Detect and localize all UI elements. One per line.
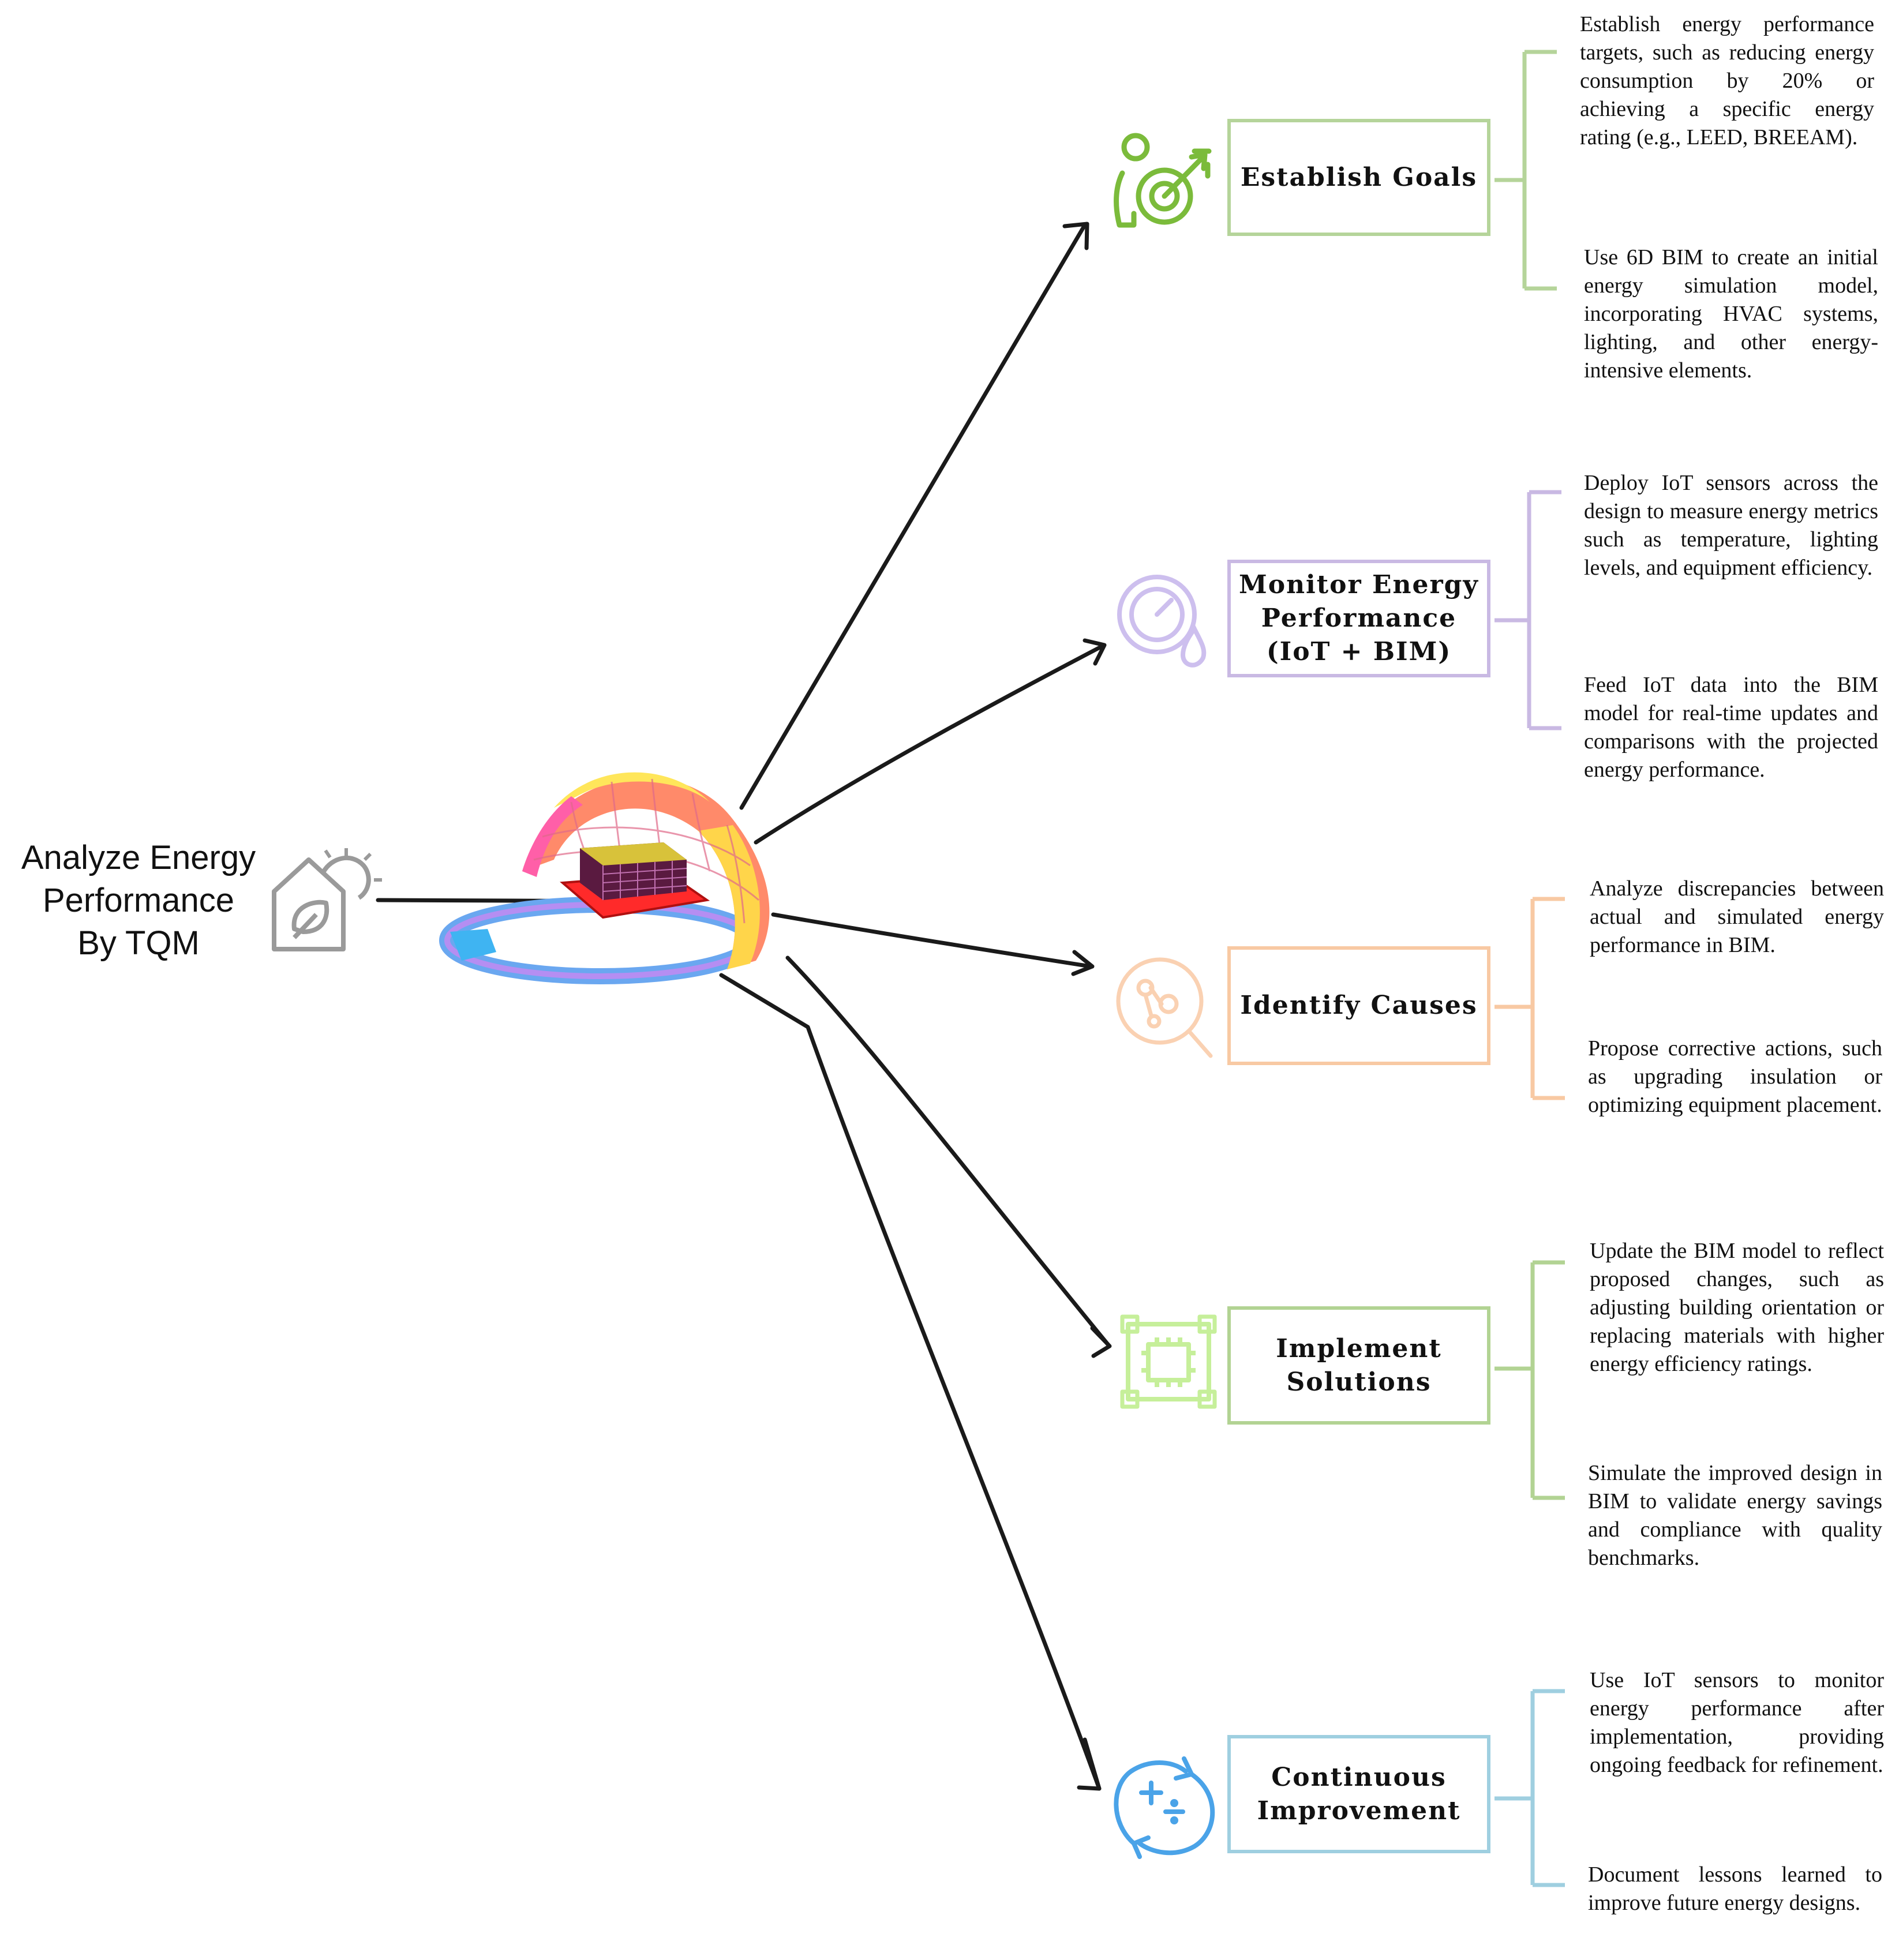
target-person-icon [1114, 133, 1212, 228]
step-box-identify-causes: Identify Causes [1227, 946, 1490, 1065]
detail-establish-goals-2: Use 6D BIM to create an initial energy s… [1584, 245, 1878, 383]
detail-monitor-energy-1: Deploy IoT sensors across the design to … [1584, 471, 1878, 580]
detail-identify-causes-1: Analyze discrepancies between actual and… [1590, 876, 1884, 957]
magnifier-analysis-icon [1116, 957, 1213, 1058]
step-title-line: Establish Goals [1240, 162, 1478, 192]
detail-monitor-energy-2: Feed IoT data into the BIM model for rea… [1584, 673, 1878, 782]
step-title-line: (IoT + BIM) [1266, 637, 1452, 666]
bracket-implement-solutions [1495, 1260, 1565, 1500]
detail-implement-solutions-2: Simulate the improved design in BIM to v… [1588, 1461, 1882, 1570]
chip-icon [1120, 1314, 1217, 1409]
eco-house-icon [272, 848, 382, 951]
step-title-line: Improvement [1257, 1796, 1461, 1826]
model-ring-tail [450, 929, 496, 961]
step-box-monitor-energy: Monitor Energy Performance (IoT + BIM) [1227, 560, 1490, 677]
energy-gauge-icon [1117, 575, 1207, 668]
cycle-math-icon [1114, 1756, 1215, 1859]
arrowhead-monitor-energy [1083, 638, 1107, 666]
detail-identify-causes-2: Propose corrective actions, such as upgr… [1588, 1036, 1882, 1117]
detail-continuous-improvement-1: Use IoT sensors to monitor energy perfor… [1590, 1668, 1884, 1777]
detail-brackets [1495, 50, 1565, 1887]
arrowhead-identify-causes [1071, 950, 1095, 976]
detail-implement-solutions-1: Update the BIM model to reflect proposed… [1590, 1239, 1884, 1376]
arrow-to-identify-causes [771, 912, 1093, 969]
arrow-to-continuous-improvement [719, 973, 1102, 1791]
step-title-line: Implement [1276, 1333, 1442, 1363]
step-box-implement-solutions: Implement Solutions [1227, 1306, 1490, 1425]
bracket-identify-causes [1495, 897, 1565, 1100]
detail-continuous-improvement-2: Document lessons learned to improve futu… [1588, 1862, 1882, 1915]
step-box-continuous-improvement: Continuous Improvement [1227, 1735, 1490, 1853]
bracket-continuous-improvement [1495, 1689, 1565, 1887]
arrowhead-implement-solutions [1090, 1326, 1112, 1358]
3d-energy-simulation-model [439, 772, 770, 984]
model-dome [522, 778, 770, 969]
step-title-line: Identify Causes [1240, 991, 1478, 1020]
step-title-line: Solutions [1286, 1367, 1432, 1397]
root-title-line: Analyze Energy [21, 839, 256, 876]
arrow-to-implement-solutions [785, 955, 1110, 1347]
bracket-monitor-energy [1495, 490, 1561, 730]
root-title-line: By TQM [77, 924, 200, 962]
step-title-line: Performance [1261, 604, 1457, 633]
arrow-to-monitor-energy [754, 644, 1104, 845]
step-title-line: Continuous [1271, 1762, 1447, 1792]
connector-arrows [376, 222, 1112, 1791]
step-title-line: Monitor Energy [1239, 570, 1479, 599]
arrow-to-establish-goals [739, 223, 1087, 810]
detail-establish-goals-1: Establish energy performance targets, su… [1580, 12, 1874, 149]
root-title-line: Performance [42, 882, 235, 919]
arrowhead-continuous-improvement [1077, 1737, 1102, 1791]
bracket-establish-goals [1495, 50, 1557, 291]
root-topic-title: Analyze Energy Performance By TQM [6, 837, 271, 965]
step-box-establish-goals: Establish Goals [1227, 119, 1490, 236]
arrowhead-establish-goals [1062, 222, 1089, 250]
